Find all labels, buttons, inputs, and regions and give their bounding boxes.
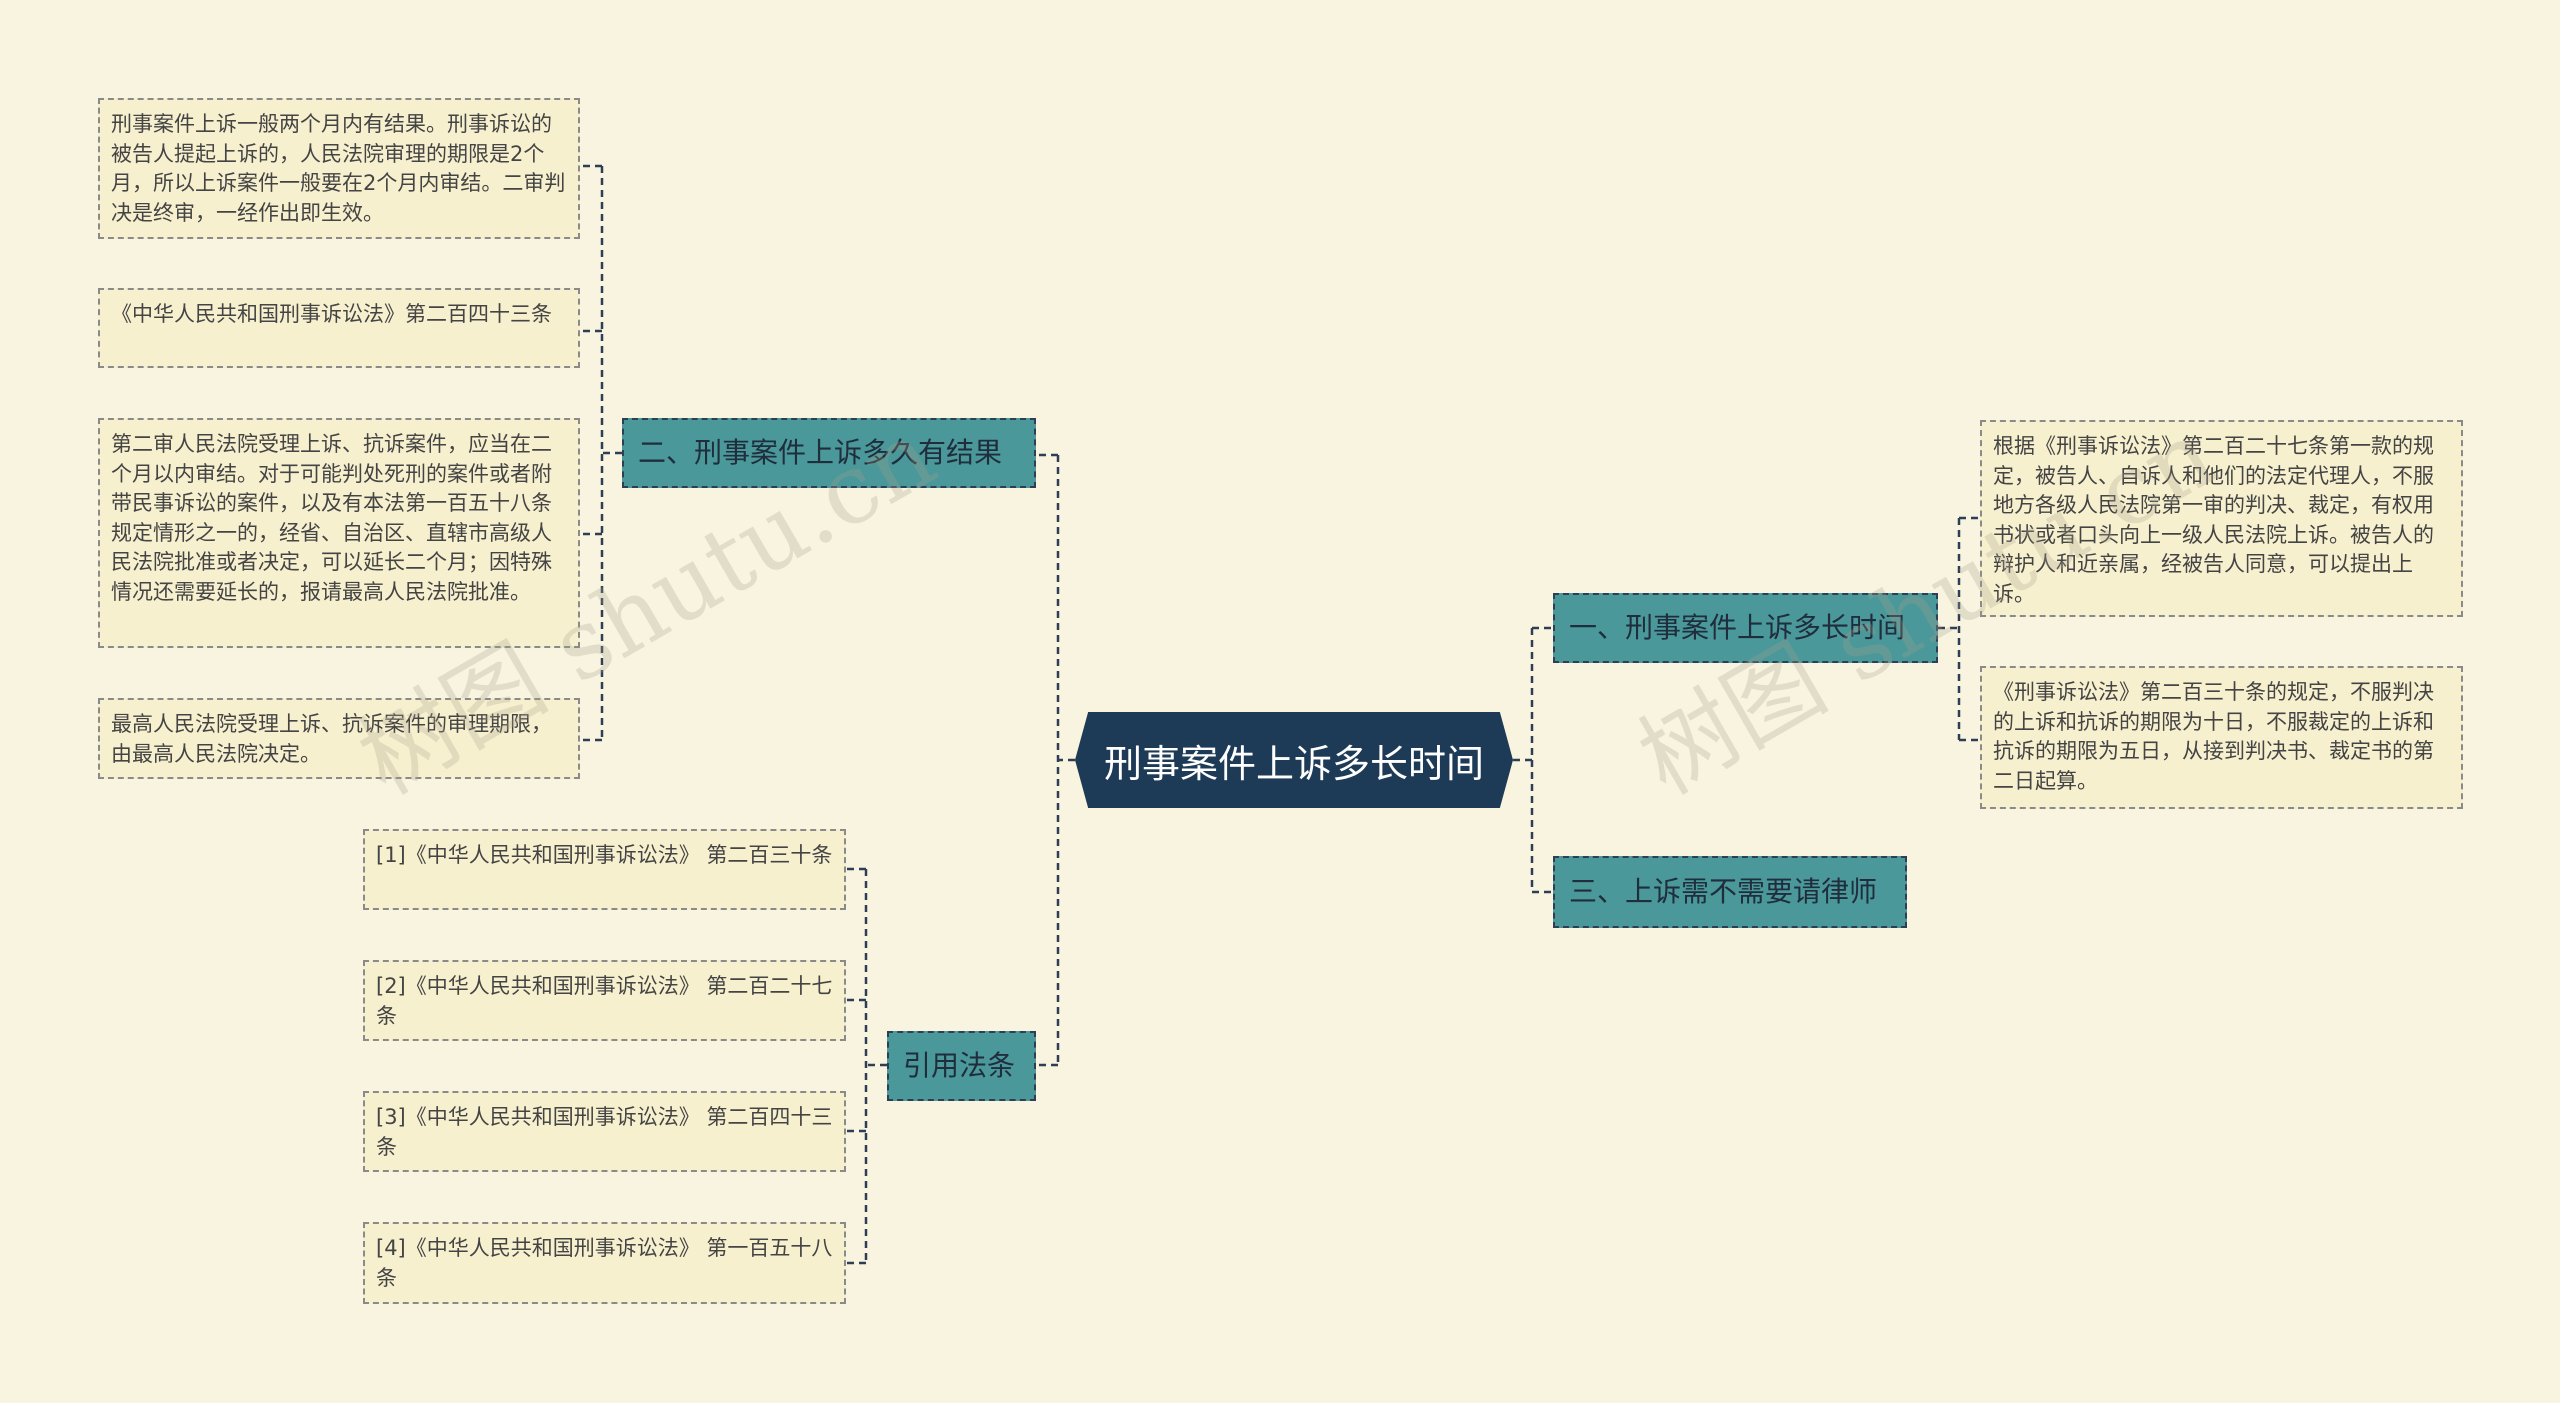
leaf-text: 《中华人民共和国刑事诉讼法》第二百四十三条 — [111, 302, 552, 326]
leaf-appeal-deadline[interactable]: 《刑事诉讼法》第二百三十条的规定，不服判决的上诉和抗诉的期限为十日，不服裁定的上… — [1980, 666, 2463, 809]
leaf-citation-1[interactable]: [1]《中华人民共和国刑事诉讼法》 第二百三十条 — [363, 829, 846, 910]
topic-appeal-duration[interactable]: 一、刑事案件上诉多长时间 — [1553, 593, 1938, 663]
topic-label: 二、刑事案件上诉多久有结果 — [638, 436, 1003, 469]
leaf-law-article-243[interactable]: 《中华人民共和国刑事诉讼法》第二百四十三条 — [98, 288, 580, 368]
leaf-text: 最高人民法院受理上诉、抗诉案件的审理期限，由最高人民法院决定。 — [111, 712, 552, 766]
topic-label: 引用法条 — [903, 1049, 1016, 1082]
leaf-citation-4[interactable]: [4]《中华人民共和国刑事诉讼法》 第一百五十八条 — [363, 1222, 846, 1304]
leaf-result-two-months[interactable]: 刑事案件上诉一般两个月内有结果。刑事诉讼的被告人提起上诉的，人民法院审理的期限是… — [98, 98, 580, 239]
leaf-text: 第二审人民法院受理上诉、抗诉案件，应当在二个月以内审结。对于可能判处死刑的案件或… — [111, 432, 552, 604]
topic-label: 三、上诉需不需要请律师 — [1569, 875, 1878, 908]
leaf-text: [2]《中华人民共和国刑事诉讼法》 第二百二十七条 — [376, 974, 833, 1028]
leaf-appeal-right[interactable]: 根据《刑事诉讼法》第二百二十七条第一款的规定，被告人、自诉人和他们的法定代理人，… — [1980, 420, 2463, 617]
leaf-second-instance-period[interactable]: 第二审人民法院受理上诉、抗诉案件，应当在二个月以内审结。对于可能判处死刑的案件或… — [98, 418, 580, 648]
topic-need-lawyer[interactable]: 三、上诉需不需要请律师 — [1553, 856, 1907, 928]
leaf-text: [4]《中华人民共和国刑事诉讼法》 第一百五十八条 — [376, 1236, 833, 1290]
leaf-text: 刑事案件上诉一般两个月内有结果。刑事诉讼的被告人提起上诉的，人民法院审理的期限是… — [111, 112, 566, 225]
leaf-text: [3]《中华人民共和国刑事诉讼法》 第二百四十三条 — [376, 1105, 833, 1159]
leaf-citation-3[interactable]: [3]《中华人民共和国刑事诉讼法》 第二百四十三条 — [363, 1091, 846, 1172]
leaf-text: 根据《刑事诉讼法》第二百二十七条第一款的规定，被告人、自诉人和他们的法定代理人，… — [1993, 434, 2434, 606]
leaf-text: [1]《中华人民共和国刑事诉讼法》 第二百三十条 — [376, 843, 833, 867]
root-topic[interactable]: 刑事案件上诉多长时间 — [1075, 712, 1513, 808]
leaf-citation-2[interactable]: [2]《中华人民共和国刑事诉讼法》 第二百二十七条 — [363, 960, 846, 1041]
leaf-supreme-court-period[interactable]: 最高人民法院受理上诉、抗诉案件的审理期限，由最高人民法院决定。 — [98, 698, 580, 779]
topic-appeal-result-time[interactable]: 二、刑事案件上诉多久有结果 — [622, 418, 1036, 488]
root-topic-label: 刑事案件上诉多长时间 — [1103, 741, 1484, 786]
leaf-text: 《刑事诉讼法》第二百三十条的规定，不服判决的上诉和抗诉的期限为十日，不服裁定的上… — [1993, 680, 2434, 793]
topic-cited-laws[interactable]: 引用法条 — [887, 1031, 1036, 1101]
topic-label: 一、刑事案件上诉多长时间 — [1569, 611, 1906, 644]
